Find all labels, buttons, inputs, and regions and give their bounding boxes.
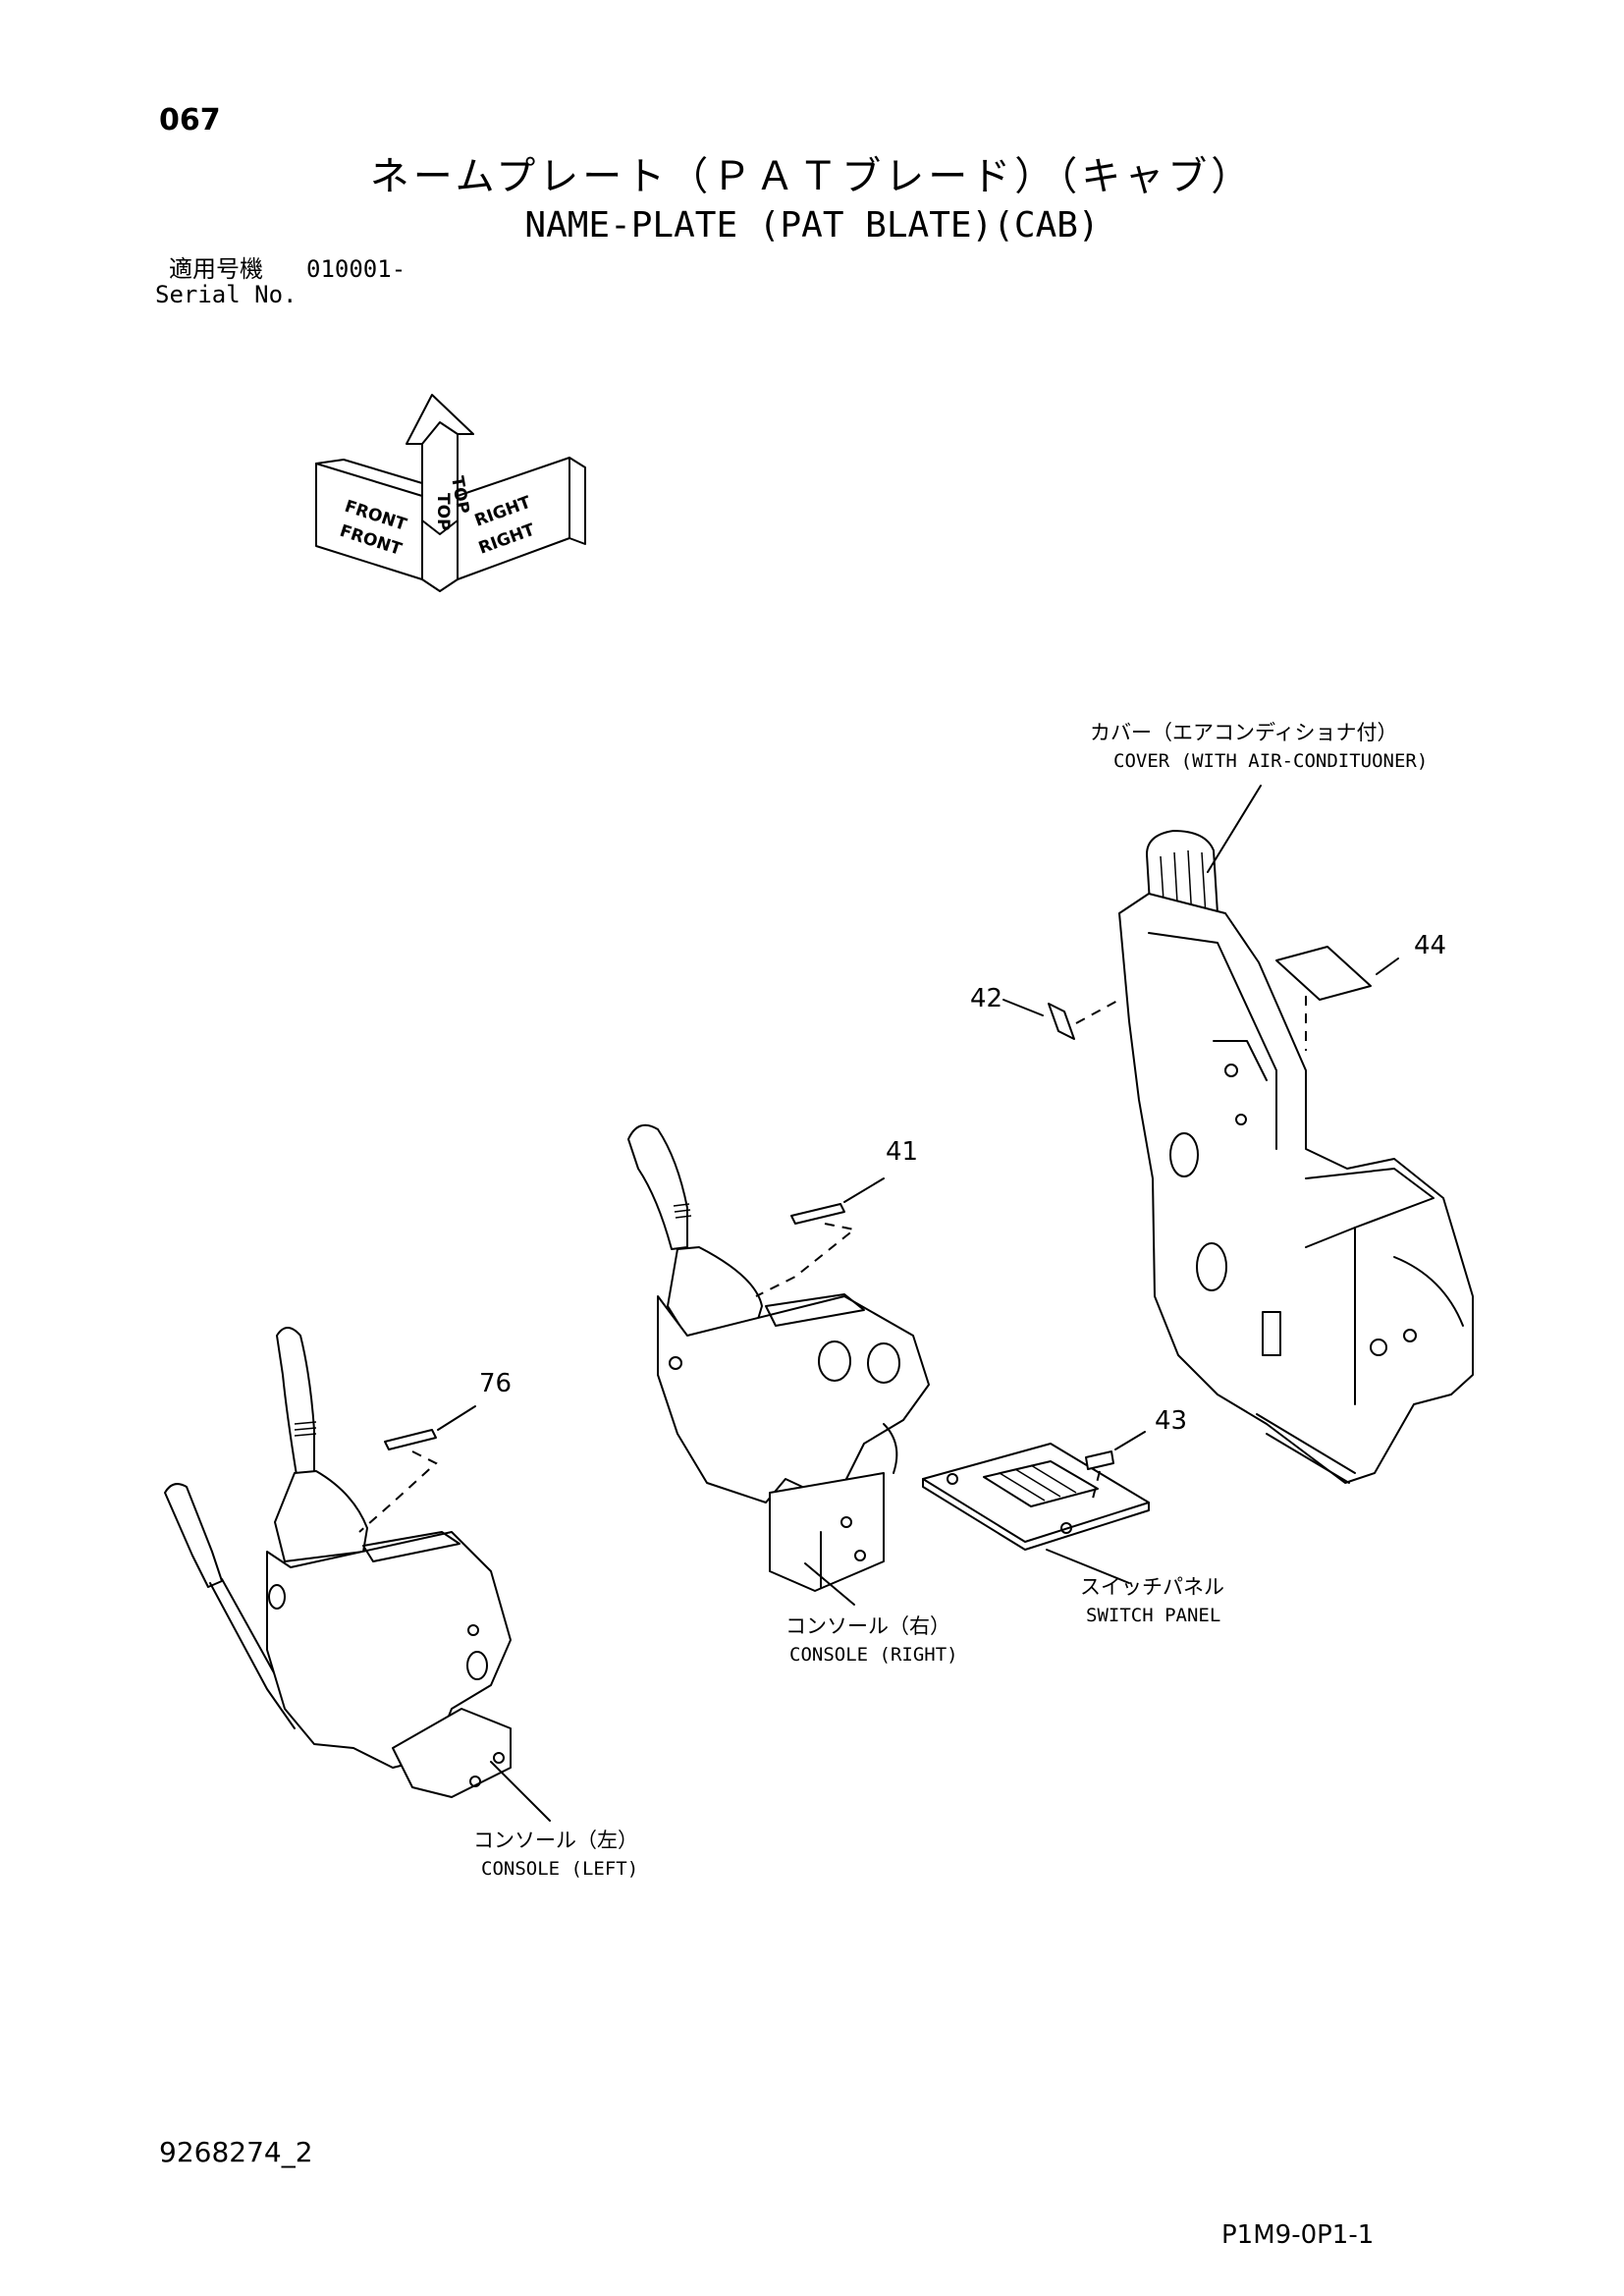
part-number-42: 42 <box>970 984 1003 1013</box>
cover-label-jp: カバー（エアコンディショナ付） <box>1090 721 1398 744</box>
left-lever-boot <box>274 1470 368 1562</box>
part-number-41: 41 <box>886 1137 919 1167</box>
cover-hole-1 <box>1169 1132 1199 1177</box>
switch-panel-label-en: SWITCH PANEL <box>1086 1605 1221 1626</box>
plate-44 <box>1275 946 1372 1001</box>
console-right-leader <box>804 1562 855 1606</box>
right-lever-grip <box>627 1123 688 1250</box>
page-number: 067 <box>159 103 221 137</box>
cover-label-en: COVER (WITH AIR-CONDITUONER) <box>1113 750 1429 772</box>
page-reference: P1M9-0P1-1 <box>1221 2220 1375 2250</box>
serial-label-english: Serial No. <box>155 281 298 308</box>
serial-label-japanese: 適用号機 <box>169 255 263 283</box>
plate-76 <box>384 1429 437 1450</box>
switch-panel-label-jp: スイッチパネル <box>1080 1575 1224 1599</box>
left-console-base <box>392 1708 512 1798</box>
orientation-indicator: TOP TOP FRONT FRONT RIGHT RIGHT <box>315 394 586 592</box>
cover-leader <box>1207 785 1262 873</box>
console-left <box>164 1327 512 1798</box>
console-right-label-en: CONSOLE (RIGHT) <box>789 1644 958 1666</box>
console-right-label-jp: コンソール（右） <box>785 1614 950 1638</box>
cover-slot <box>1262 1311 1281 1356</box>
part-number-43: 43 <box>1155 1406 1188 1436</box>
switch-panel-body <box>922 1443 1150 1543</box>
plate-42 <box>1048 1003 1075 1040</box>
left-aux-lever <box>164 1483 223 1588</box>
switch-panel <box>922 1443 1150 1551</box>
part-number-44: 44 <box>1414 931 1447 960</box>
left-lever-grip <box>276 1327 315 1476</box>
title-english: NAME-PLATE (PAT BLATE)(CAB) <box>524 205 1100 246</box>
switch-panel-leader <box>1046 1549 1130 1584</box>
drawing-code: 9268274_2 <box>159 2136 313 2168</box>
part-number-76: 76 <box>479 1369 513 1398</box>
plate-43 <box>1085 1450 1114 1470</box>
title-japanese: ネームプレート（ＰＡＴブレード）（キャブ） <box>369 154 1255 199</box>
cover-hole-2 <box>1196 1242 1227 1291</box>
plate-41 <box>790 1203 845 1225</box>
console-right <box>627 1123 930 1592</box>
top-label: TOP <box>433 493 453 531</box>
console-left-label-jp: コンソール（左） <box>473 1829 638 1852</box>
console-left-label-en: CONSOLE (LEFT) <box>481 1858 639 1880</box>
serial-value: 010001- <box>306 255 406 283</box>
console-left-leader <box>490 1761 551 1822</box>
right-console-base <box>769 1472 885 1592</box>
cover-assembly <box>1118 830 1474 1484</box>
cover-body <box>1118 893 1474 1484</box>
